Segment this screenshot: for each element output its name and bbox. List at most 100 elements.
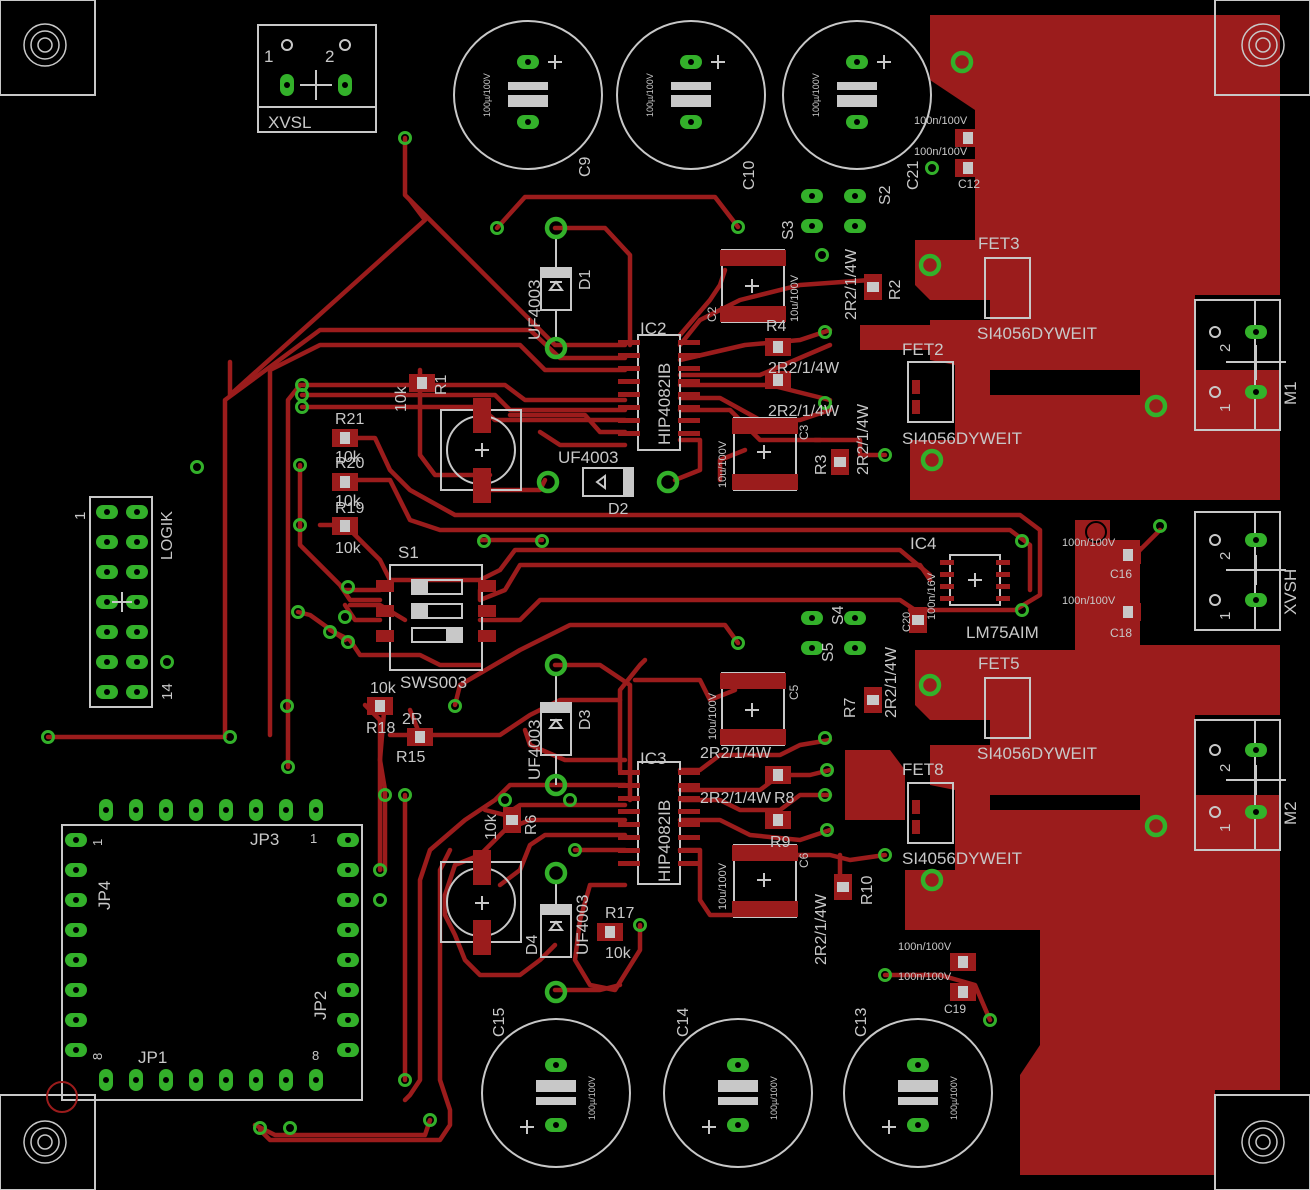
label-fet8: FET8	[902, 760, 944, 779]
label-c19-value: 100n/100V	[898, 971, 952, 983]
label-xvsl: XVSL	[268, 113, 311, 132]
label-c9: C9	[577, 156, 594, 177]
label-d1: D1	[577, 269, 594, 290]
copper-pour-m2-lower	[845, 520, 1280, 1175]
label-fet5-value: SI4056DYWEIT	[977, 744, 1097, 763]
label-fet2-value: SI4056DYWEIT	[902, 429, 1022, 448]
label-logik-pin14: 14	[159, 683, 176, 700]
label-r21-value: 10k	[335, 449, 362, 466]
label-jp4: JP4	[95, 881, 114, 910]
label-fet3: FET3	[978, 234, 1020, 253]
pads	[41, 39, 1267, 1135]
label-xvsh-pin1: 1	[1217, 612, 1234, 620]
label-r7: R7	[842, 697, 859, 718]
label-m1-pin1: 1	[1217, 404, 1234, 412]
label-d2: D2	[608, 501, 629, 518]
label-c19-top-value: 100n/100V	[898, 941, 952, 953]
label-d4-value: UF4003	[573, 895, 592, 955]
label-s1: S1	[398, 543, 419, 562]
label-fet3-value: SI4056DYWEIT	[977, 324, 1097, 343]
label-r21: R21	[335, 411, 364, 428]
label-fet8-value: SI4056DYWEIT	[902, 849, 1022, 868]
label-c18-value: 100n/100V	[1062, 595, 1116, 607]
label-m2: M2	[1281, 801, 1300, 825]
label-r5-value: 2R2/1/4W	[768, 360, 840, 377]
label-jp4-pin1: 1	[90, 839, 105, 846]
label-c20: C20	[901, 612, 913, 632]
label-jp3-pin1: 1	[310, 831, 317, 846]
label-ic3: IC3	[640, 749, 666, 768]
label-s5: S5	[820, 642, 837, 662]
label-s3: S3	[780, 220, 797, 240]
label-ic2-value: HIP4082IB	[655, 363, 674, 445]
label-ic3-value: HIP4082IB	[655, 800, 674, 882]
label-r9-value: 2R2/1/4W	[700, 790, 772, 807]
label-logik: LOGIK	[159, 511, 176, 560]
label-r4: R4	[766, 318, 787, 335]
label-jp3: JP3	[250, 830, 279, 849]
label-r8-value: 2R2/1/4W	[700, 745, 772, 762]
label-r18: R18	[366, 720, 395, 737]
label-r19-value: 10k	[335, 540, 362, 557]
label-r6: R6	[523, 814, 540, 835]
label-c21-value: 100µ/100V	[811, 73, 821, 117]
label-s4: S4	[830, 605, 847, 625]
label-d4: D4	[524, 934, 541, 955]
label-ic2: IC2	[640, 319, 666, 338]
label-r1: R1	[433, 374, 450, 395]
label-c14-value: 100µ/100V	[769, 1076, 779, 1120]
label-r20: R20	[335, 455, 364, 472]
label-r20-value: 10k	[335, 493, 362, 510]
label-r3-value: 2R2/1/4W	[855, 403, 872, 475]
label-m2-pin2: 2	[1217, 764, 1234, 772]
label-r17: R17	[605, 905, 634, 922]
label-c19: C19	[944, 1002, 966, 1016]
label-c2-value: 10u/100V	[789, 274, 801, 322]
label-r2-value: 2R2/1/4W	[843, 248, 860, 320]
copper-pour-m1-upper	[860, 15, 1280, 500]
label-d2-value: UF4003	[558, 448, 618, 467]
label-d3: D3	[577, 709, 594, 730]
label-r10: R10	[859, 876, 876, 905]
label-r6-value: 10k	[483, 813, 500, 840]
label-c10: C10	[741, 161, 758, 190]
label-c21: C21	[905, 161, 922, 190]
label-r17-value: 10k	[605, 945, 632, 962]
label-s1-value: SWS003	[400, 673, 467, 692]
label-r2: R2	[887, 279, 904, 300]
label-c10-value: 100µ/100V	[645, 73, 655, 117]
label-c6: C6	[797, 852, 811, 868]
label-c5: C5	[787, 684, 801, 700]
label-c12: C12	[958, 177, 980, 191]
label-jp2: JP2	[311, 991, 330, 1020]
label-r4-value: 2R2/1/4W	[768, 403, 840, 420]
label-c15: C15	[491, 1008, 508, 1037]
label-c12-top-value: 100n/100V	[914, 115, 968, 127]
label-r7-value: 2R2/1/4W	[883, 646, 900, 718]
label-c13-value: 100µ/100V	[949, 1076, 959, 1120]
label-s2: S2	[877, 185, 894, 205]
label-c14: C14	[675, 1008, 692, 1037]
label-m1: M1	[1281, 381, 1300, 405]
label-jp2-pin8: 8	[312, 1048, 319, 1063]
label-r3: R3	[813, 454, 830, 475]
label-fet5: FET5	[978, 654, 1020, 673]
label-c6-value: 10u/100V	[717, 862, 729, 910]
label-ic4: IC4	[910, 534, 936, 553]
label-r15-value: 2R	[402, 711, 422, 728]
label-r9: R9	[770, 834, 791, 851]
label-xvsh-pin2: 2	[1217, 552, 1234, 560]
label-c5-value: 10u/100V	[707, 692, 719, 740]
label-c13: C13	[853, 1008, 870, 1037]
label-jp1-pin8: 8	[90, 1053, 105, 1060]
label-c20-value: 100n/16V	[926, 572, 938, 620]
polarity-marks	[112, 55, 1286, 1134]
label-r15: R15	[396, 749, 425, 766]
label-r10-value: 2R2/1/4W	[813, 893, 830, 965]
label-m1-pin2: 2	[1217, 344, 1234, 352]
label-m2-pin1: 1	[1217, 824, 1234, 832]
label-r8: R8	[774, 790, 795, 807]
label-jp1: JP1	[138, 1048, 167, 1067]
label-r19: R19	[335, 500, 364, 517]
